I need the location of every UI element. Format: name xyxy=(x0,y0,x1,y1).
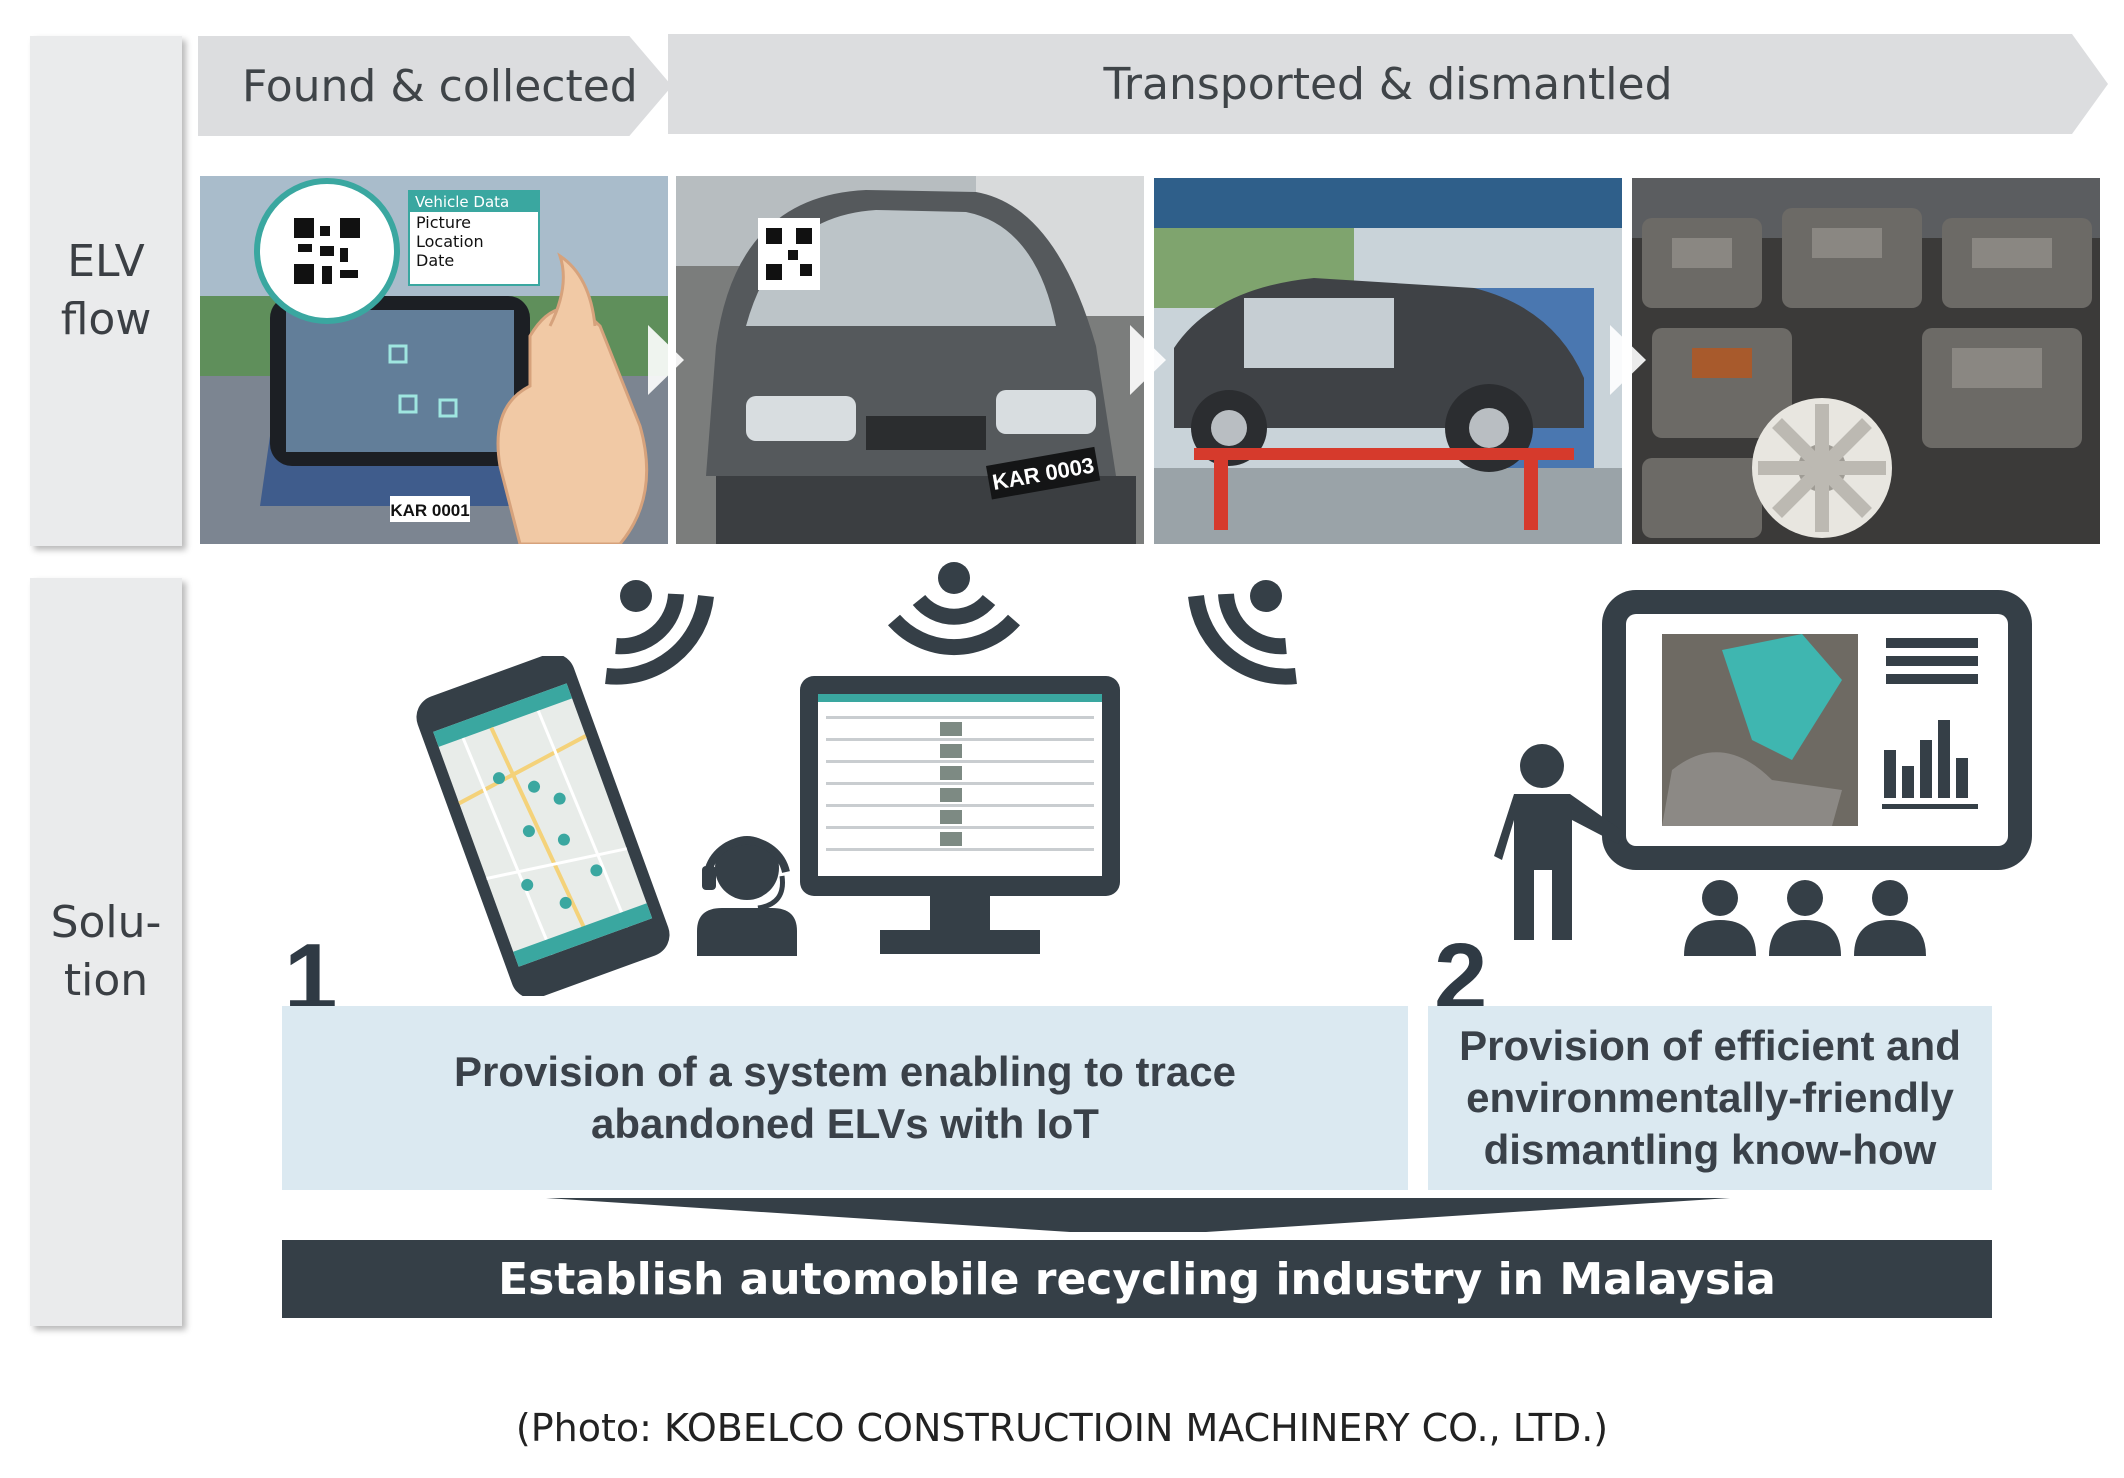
vehicle-data-title: Vehicle Data xyxy=(410,192,538,212)
elv-flow-label-text: ELV flow xyxy=(60,236,152,345)
chevron-found-collected: Found & collected xyxy=(198,36,672,136)
solution-row-label: Solu- tion xyxy=(30,578,182,1326)
solution-1-text: Provision of a system enabling to trace … xyxy=(454,1048,1236,1147)
solution-2-text: Provision of efficient and environmental… xyxy=(1459,1022,1961,1173)
photo-credit-text: (Photo: KOBELCO CONSTRUCTIOIN MACHINERY … xyxy=(515,1406,1609,1450)
photo-dismantling-car xyxy=(1154,178,1622,544)
presentation-screen-icon xyxy=(1602,590,2032,870)
plate-car1: KAR 0001 xyxy=(390,501,469,520)
goal-banner: Establish automobile recycling industry … xyxy=(282,1240,1992,1318)
audience-icon xyxy=(1684,880,1926,956)
chevron-transported-dismantled: Transported & dismantled xyxy=(668,34,2108,134)
converging-arrow-icon xyxy=(546,1198,1730,1232)
arrow-right-icon xyxy=(1130,325,1166,395)
stage2-label: Transported & dismantled xyxy=(1103,58,1673,110)
elv-flow-row-label: ELV flow xyxy=(30,36,182,546)
vehicle-data-item: Location xyxy=(416,232,484,251)
goal-banner-text: Establish automobile recycling industry … xyxy=(498,1253,1776,1305)
bar-chart-icon xyxy=(1882,720,1978,809)
qr-code-icon xyxy=(766,228,812,280)
wifi-signal-icon xyxy=(888,562,1020,656)
stage1-label: Found & collected xyxy=(242,60,638,112)
wifi-signal-icon xyxy=(1188,580,1297,685)
presenter-icon xyxy=(1494,744,1624,940)
arrow-right-icon xyxy=(648,325,684,395)
wifi-signal-icon xyxy=(605,580,714,685)
arrow-right-icon xyxy=(1610,325,1646,395)
computer-monitor-icon xyxy=(800,676,1120,954)
vehicle-data-overlay: Vehicle Data Picture Location Date xyxy=(408,190,540,286)
operator-headset-icon xyxy=(697,836,797,956)
solution-2-box: Provision of efficient and environmental… xyxy=(1428,1006,1992,1190)
solution-label-text: Solu- tion xyxy=(50,897,162,1006)
vehicle-data-item: Picture xyxy=(416,213,472,232)
vehicle-data-item: Date xyxy=(416,251,455,270)
qr-code-icon xyxy=(292,216,362,286)
photo-found-car: KAR 0001 Vehicle Data Picture Location D… xyxy=(200,176,668,544)
photo-credit-caption: (Photo: KOBELCO CONSTRUCTIOIN MACHINERY … xyxy=(0,1406,2124,1450)
list-icon xyxy=(1886,638,1978,684)
solution-1-box: Provision of a system enabling to trace … xyxy=(282,1006,1408,1190)
smartphone-map-icon xyxy=(416,656,670,996)
photo-transported-car: KAR 0003 xyxy=(676,176,1144,544)
photo-dismantled-engines xyxy=(1632,178,2100,544)
